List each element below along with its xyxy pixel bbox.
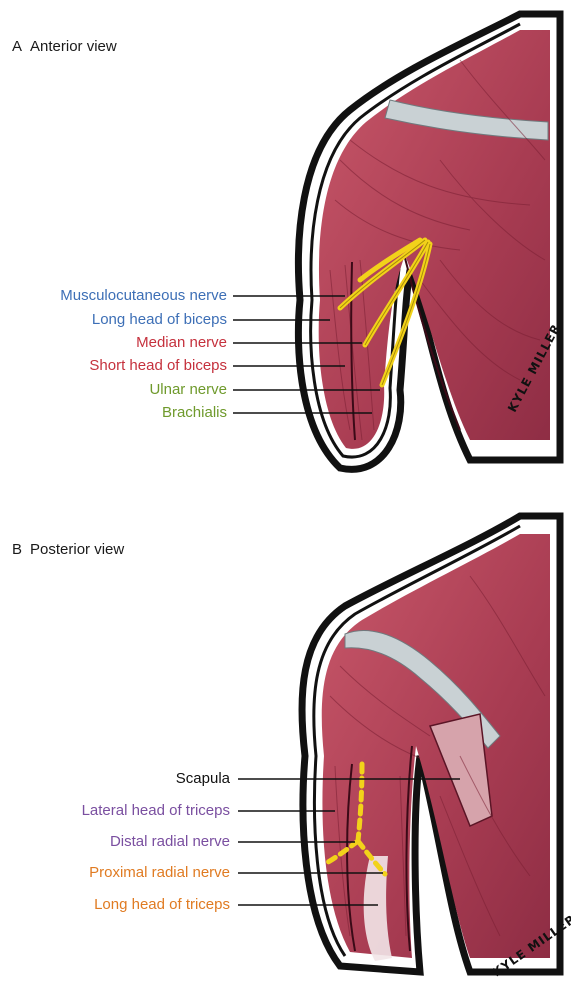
label-proximal-radial-nerve: Proximal radial nerve bbox=[89, 864, 230, 882]
posterior-arm-illustration bbox=[0, 496, 571, 992]
label-long-head-of-biceps: Long head of biceps bbox=[92, 311, 227, 329]
label-distal-radial-nerve: Distal radial nerve bbox=[110, 833, 230, 851]
label-lateral-head-of-triceps: Lateral head of triceps bbox=[82, 802, 230, 820]
label-musculocutaneous-nerve: Musculocutaneous nerve bbox=[60, 287, 227, 305]
anterior-arm-illustration bbox=[0, 0, 571, 496]
label-scapula: Scapula bbox=[176, 770, 230, 788]
label-ulnar-nerve: Ulnar nerve bbox=[149, 381, 227, 399]
label-short-head-of-biceps: Short head of biceps bbox=[89, 357, 227, 375]
label-long-head-of-triceps: Long head of triceps bbox=[94, 896, 230, 914]
label-brachialis: Brachialis bbox=[162, 404, 227, 422]
label-median-nerve: Median nerve bbox=[136, 334, 227, 352]
